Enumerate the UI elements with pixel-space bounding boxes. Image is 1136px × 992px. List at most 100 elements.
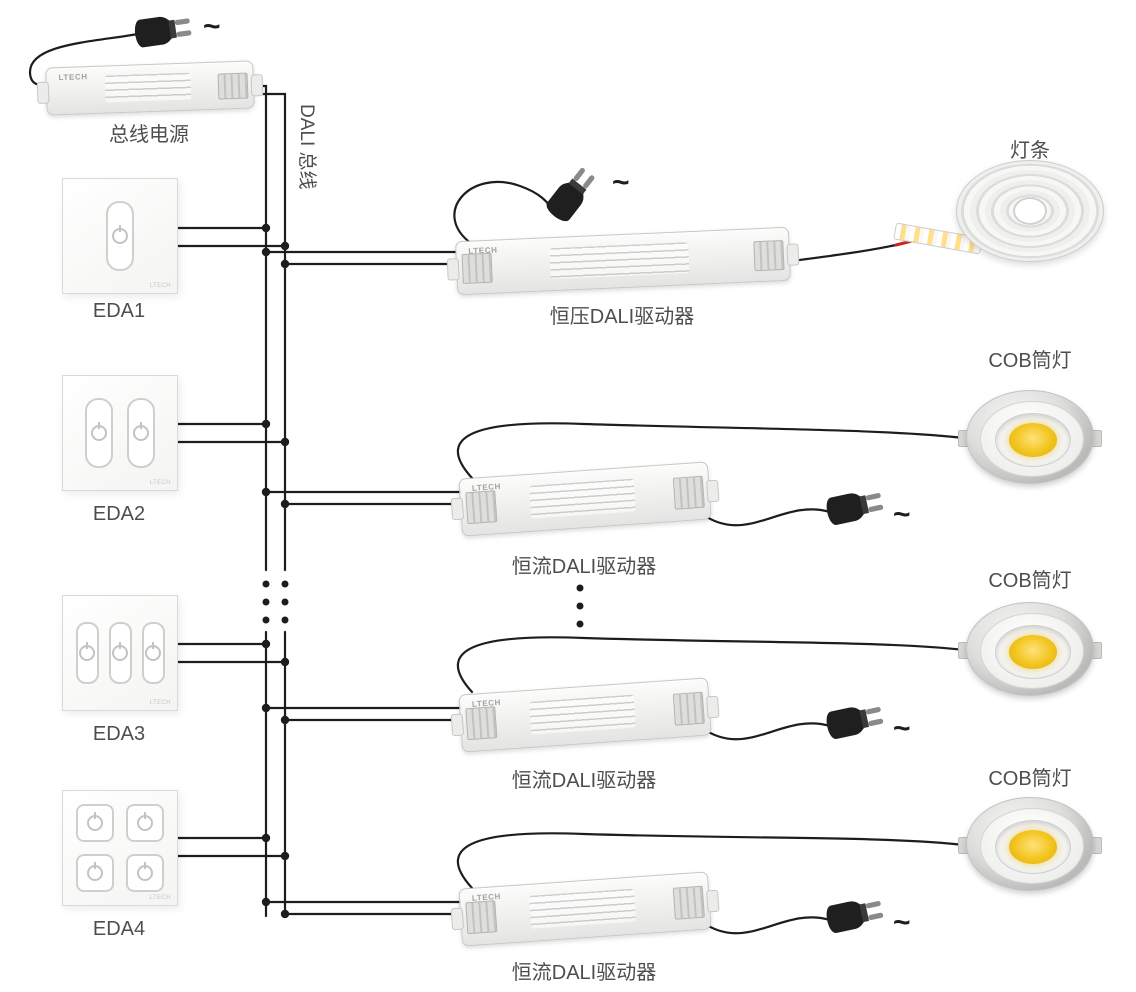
ac-symbol: ~ — [203, 10, 221, 43]
led-strip-coil — [956, 160, 1104, 262]
power-icon — [133, 425, 149, 441]
wire-cc2-to-cob — [457, 636, 966, 694]
power-icon — [87, 815, 103, 831]
junction-dots — [261, 223, 290, 919]
ac-symbol: ~ — [893, 712, 911, 745]
wires — [28, 32, 966, 935]
cob-label-1: COB筒灯 — [988, 350, 1072, 372]
wire-cc3-mains — [700, 916, 832, 935]
power-icon — [112, 228, 128, 244]
touch-button — [76, 804, 114, 842]
wire-cc1-to-cob — [457, 422, 966, 480]
brand-text: LTECH — [149, 895, 171, 901]
power-plug-icon — [824, 895, 885, 935]
dali-bus-label: DALI 总线 — [296, 104, 317, 190]
junction-dot — [280, 259, 290, 269]
cob-downlight-2 — [958, 602, 1102, 696]
power-plug-icon — [824, 701, 885, 741]
ellipsis-dot — [576, 602, 584, 610]
ellipsis-dot — [262, 598, 270, 606]
cob-label-3: COB筒灯 — [988, 768, 1072, 790]
junction-dot — [261, 247, 271, 257]
wire-cc2-mains — [700, 722, 832, 741]
ac-symbol: ~ — [893, 906, 911, 939]
terminal-block — [672, 885, 705, 920]
ac-symbol: ~ — [893, 498, 911, 531]
device-markings — [104, 72, 192, 103]
downlight-ring — [980, 808, 1084, 884]
panel-label-eda3: EDA3 — [92, 723, 146, 745]
touch-button — [75, 622, 99, 684]
terminal-block — [465, 706, 498, 741]
wall-panel-eda2: LTECH — [62, 375, 178, 491]
terminal-block — [753, 239, 785, 272]
ac-symbol: ~ — [612, 166, 630, 199]
cc-driver-label-2: 恒流DALI驱动器 — [511, 770, 657, 792]
power-icon — [137, 815, 153, 831]
cob-downlight-1 — [958, 390, 1102, 484]
touch-button — [126, 804, 164, 842]
ellipsis-dot — [576, 620, 584, 628]
junction-dot — [261, 487, 271, 497]
panel-label-eda2: EDA2 — [92, 503, 146, 525]
wire-cv-to-strip — [782, 243, 898, 264]
device-markings — [549, 242, 690, 279]
power-plug-icon — [824, 487, 885, 527]
continuation-dots — [262, 580, 584, 628]
cv-driver-label: 恒压DALI驱动器 — [549, 306, 695, 328]
touch-button — [106, 201, 134, 271]
brand-text: LTECH — [149, 480, 171, 486]
terminal-block — [672, 475, 705, 510]
touch-button — [76, 854, 114, 892]
device-markings — [529, 888, 636, 929]
power-plug-icon — [133, 12, 193, 49]
reel-center-hole — [1013, 197, 1047, 225]
ellipsis-dot — [576, 584, 584, 592]
touch-button — [141, 622, 165, 684]
wire-cc1-mains — [700, 508, 832, 527]
junction-dot — [261, 897, 271, 907]
downlight-reflector — [995, 820, 1071, 874]
power-icon — [137, 865, 153, 881]
wall-panel-eda1: LTECH — [62, 178, 178, 294]
terminal-block — [461, 252, 493, 285]
ellipsis-dot — [262, 616, 270, 624]
junction-dot — [261, 639, 271, 649]
junction-dot — [280, 241, 290, 251]
wire-cc3-to-cob — [457, 832, 966, 890]
terminal-block — [465, 490, 498, 525]
junction-dot — [261, 223, 271, 233]
downlight-reflector — [995, 413, 1071, 467]
power-icon — [145, 645, 161, 661]
terminal-block — [465, 900, 498, 935]
wire-bus-line-1-upper — [244, 84, 268, 572]
cc-driver-label-1: 恒流DALI驱动器 — [511, 556, 657, 578]
ellipsis-dot — [262, 580, 270, 588]
junction-dot — [280, 909, 290, 919]
device-markings — [529, 694, 636, 735]
bus-power-label: 总线电源 — [109, 124, 189, 146]
power-icon — [91, 425, 107, 441]
touch-button — [85, 398, 113, 468]
terminal-block — [672, 691, 705, 726]
downlight-reflector — [995, 625, 1071, 679]
led-emitter — [1009, 635, 1057, 669]
junction-dot — [261, 419, 271, 429]
downlight-bezel — [966, 390, 1094, 484]
touch-button — [108, 622, 132, 684]
touch-button — [126, 854, 164, 892]
downlight-ring — [980, 613, 1084, 689]
power-plug-icon — [543, 163, 600, 225]
led-emitter — [1009, 830, 1057, 864]
wall-panel-eda4: LTECH — [62, 790, 178, 906]
wire-cv-mains — [453, 180, 558, 246]
brand-text: LTECH — [58, 72, 88, 83]
cc-driver-label-3: 恒流DALI驱动器 — [511, 962, 657, 984]
junction-dot — [280, 657, 290, 667]
power-icon — [79, 645, 95, 661]
panel-label-eda4: EDA4 — [92, 918, 146, 940]
cob-label-2: COB筒灯 — [988, 570, 1072, 592]
downlight-bezel — [966, 797, 1094, 891]
ellipsis-dot — [281, 616, 289, 624]
